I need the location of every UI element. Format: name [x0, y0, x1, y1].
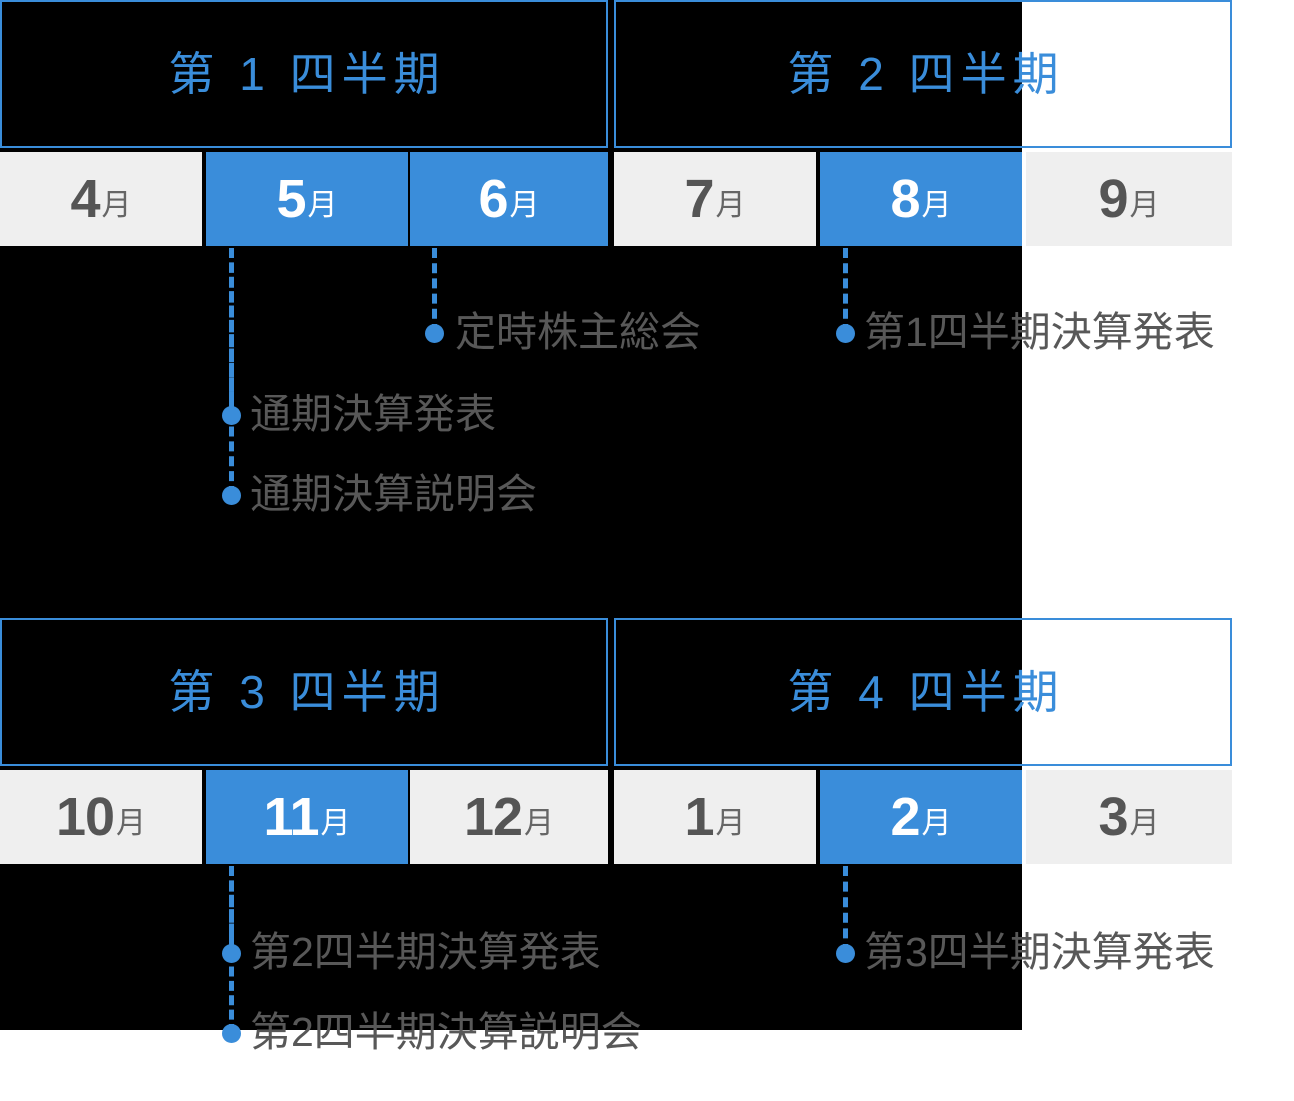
month-suffix-12: 月 [524, 807, 555, 840]
month-suffix-06: 月 [509, 189, 540, 222]
month-cell-04[interactable]: 4 月 [0, 152, 202, 246]
connector-dot-icon [836, 324, 855, 343]
quarter-row-first-half: 第 1 四半期 第 2 四半期 [0, 0, 1232, 148]
quarter-label-q2: 第 2 四半期 [787, 48, 1065, 100]
connector-line-icon [843, 248, 848, 334]
event-label-fy-results: 通期決算発表 [250, 391, 496, 437]
event-label-agm: 定時株主総会 [455, 309, 701, 355]
month-number-07: 7 [684, 169, 714, 229]
connector-dot-icon [222, 1024, 241, 1043]
month-number-12: 12 [463, 787, 523, 847]
event-label-q3-results: 第3四半期決算発表 [864, 929, 1215, 975]
month-number-04: 4 [70, 169, 100, 229]
month-cell-03[interactable]: 3 月 [1026, 770, 1232, 864]
month-row-first-half: 4 月 5 月 6 月 7 月 8 月 9 月 [0, 152, 1232, 246]
quarter-label-q3: 第 3 四半期 [168, 666, 446, 718]
month-cell-05[interactable]: 5 月 [206, 152, 408, 246]
month-suffix-02: 月 [921, 807, 952, 840]
month-number-10: 10 [55, 787, 115, 847]
event-label-q1-results: 第1四半期決算発表 [864, 309, 1215, 355]
month-number-05: 5 [276, 169, 306, 229]
connector-line-icon [229, 866, 234, 1034]
month-suffix-04: 月 [101, 189, 132, 222]
connector-dot-icon [836, 944, 855, 963]
month-cell-07[interactable]: 7 月 [614, 152, 816, 246]
month-suffix-05: 月 [307, 189, 338, 222]
month-suffix-08: 月 [921, 189, 952, 222]
month-cell-11[interactable]: 11 月 [206, 770, 408, 864]
connector-dot-icon [425, 324, 444, 343]
month-suffix-07: 月 [715, 189, 746, 222]
month-cell-02[interactable]: 2 月 [820, 770, 1022, 864]
month-suffix-11: 月 [320, 807, 351, 840]
event-label-fy-briefing: 通期決算説明会 [250, 471, 537, 517]
month-number-06: 6 [478, 169, 508, 229]
month-cell-10[interactable]: 10 月 [0, 770, 202, 864]
quarter-row-second-half: 第 3 四半期 第 4 四半期 [0, 618, 1232, 766]
connector-dot-icon [222, 486, 241, 505]
event-label-q2-results: 第2四半期決算発表 [250, 929, 601, 975]
month-cell-09[interactable]: 9 月 [1026, 152, 1232, 246]
month-cell-12[interactable]: 12 月 [410, 770, 608, 864]
month-suffix-09: 月 [1129, 189, 1160, 222]
month-number-11: 11 [263, 787, 319, 847]
month-suffix-01: 月 [715, 807, 746, 840]
month-number-03: 3 [1098, 787, 1128, 847]
month-cell-08[interactable]: 8 月 [820, 152, 1022, 246]
quarter-box-q3[interactable]: 第 3 四半期 [0, 618, 608, 766]
month-row-second-half: 10 月 11 月 12 月 1 月 2 月 3 月 [0, 770, 1232, 864]
month-number-02: 2 [890, 787, 920, 847]
quarter-label-q4: 第 4 四半期 [787, 666, 1065, 718]
quarter-box-q4[interactable]: 第 4 四半期 [614, 618, 1232, 766]
quarter-box-q2[interactable]: 第 2 四半期 [614, 0, 1232, 148]
connector-line-icon [229, 248, 234, 496]
month-number-09: 9 [1098, 169, 1128, 229]
month-cell-01[interactable]: 1 月 [614, 770, 816, 864]
month-cell-06[interactable]: 6 月 [410, 152, 608, 246]
month-number-01: 1 [684, 787, 714, 847]
month-suffix-10: 月 [116, 807, 147, 840]
background-plate-top [0, 0, 1022, 617]
quarter-box-q1[interactable]: 第 1 四半期 [0, 0, 608, 148]
month-suffix-03: 月 [1129, 807, 1160, 840]
connector-line-icon [843, 866, 848, 954]
event-label-q2-briefing: 第2四半期決算説明会 [250, 1009, 642, 1055]
quarter-label-q1: 第 1 四半期 [168, 48, 446, 100]
connector-line-icon [432, 248, 437, 334]
month-number-08: 8 [890, 169, 920, 229]
